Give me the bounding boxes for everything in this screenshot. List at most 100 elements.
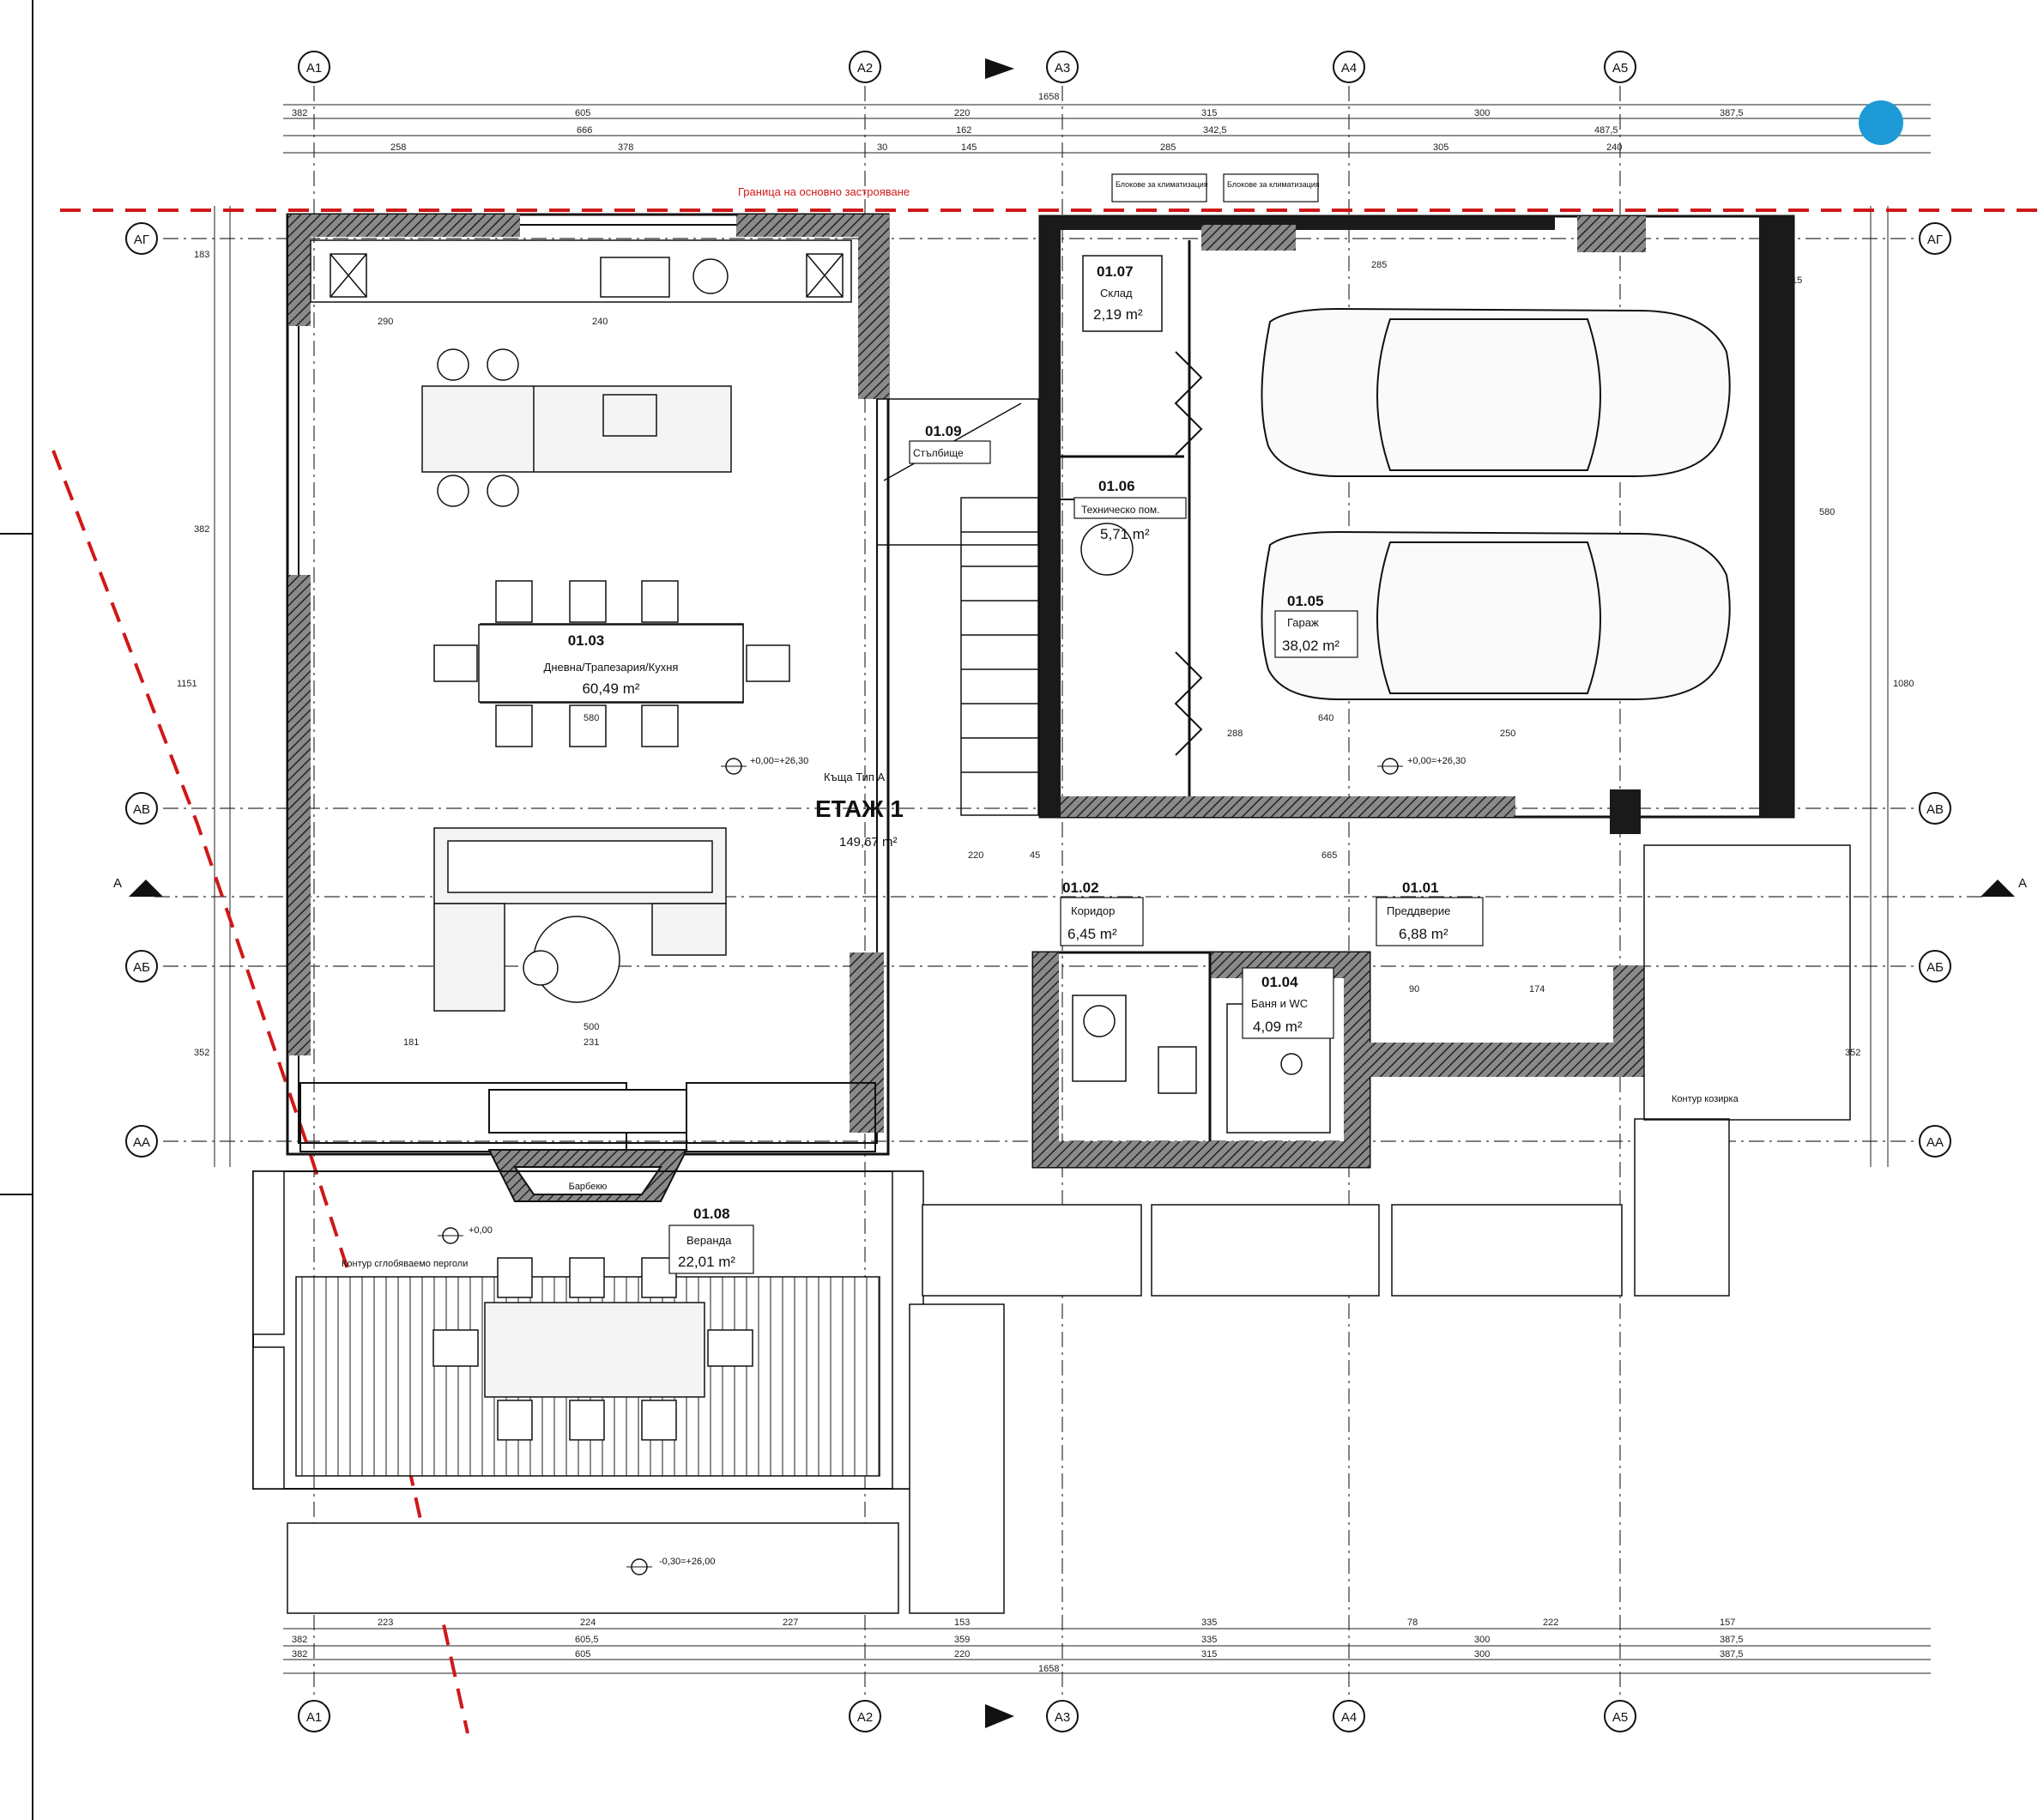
- grid-row-b-left: АБ: [125, 950, 158, 983]
- room-label-0103: 01.03 Дневна/Трапезария/Кухня 60,49 m²: [478, 624, 744, 703]
- svg-text:78: 78: [1407, 1617, 1418, 1628]
- svg-text:315: 315: [1201, 1649, 1217, 1660]
- svg-text:01.05: 01.05: [1287, 593, 1324, 609]
- svg-text:60,49 m²: 60,49 m²: [582, 680, 639, 697]
- svg-text:30: 30: [877, 142, 887, 153]
- svg-text:378: 378: [618, 142, 633, 153]
- svg-text:580: 580: [584, 713, 599, 723]
- room-label-0107: 01.07 Склад 2,19 m²: [1082, 255, 1163, 332]
- garage-cars: [1261, 307, 1731, 700]
- svg-text:605: 605: [575, 108, 590, 118]
- grid-col-3-top: А3: [1046, 51, 1079, 83]
- veranda: [252, 1170, 1005, 1614]
- svg-text:Контур козирка: Контур козирка: [1672, 1094, 1739, 1104]
- svg-text:Коридор: Коридор: [1071, 904, 1115, 917]
- svg-text:359: 359: [954, 1635, 970, 1645]
- svg-text:45: 45: [1030, 850, 1040, 861]
- svg-text:300: 300: [1474, 1635, 1490, 1645]
- svg-text:4,09 m²: 4,09 m²: [1253, 1019, 1303, 1035]
- svg-text:665: 665: [1321, 850, 1337, 861]
- svg-text:АВ: АВ: [1926, 802, 1944, 817]
- svg-text:227: 227: [783, 1617, 798, 1628]
- svg-text:90: 90: [1409, 984, 1419, 995]
- plan-notes: Контур сглобяваемо перголи Контур козирк…: [342, 173, 1739, 1269]
- svg-text:315: 315: [1201, 108, 1217, 118]
- svg-text:Блокове за климатизация: Блокове за климатизация: [1116, 180, 1208, 189]
- room-labels: 01.03 Дневна/Трапезария/Кухня 60,49 m² К…: [478, 255, 1484, 1274]
- svg-text:181: 181: [403, 1037, 419, 1048]
- svg-text:Техническо пом.: Техническо пом.: [1081, 504, 1159, 516]
- svg-text:149,67 m²: 149,67 m²: [839, 835, 898, 850]
- svg-text:+0,00: +0,00: [469, 1225, 493, 1236]
- grid-col-3-bottom: А3: [1046, 1700, 1079, 1732]
- svg-text:15: 15: [1792, 275, 1802, 286]
- svg-text:АБ: АБ: [133, 960, 150, 975]
- svg-text:Склад: Склад: [1100, 287, 1133, 299]
- grid-row-a-right: АА: [1919, 1125, 1951, 1158]
- paving: [922, 844, 1851, 1297]
- svg-text:А5: А5: [1612, 1710, 1628, 1725]
- svg-text:6,88 m²: 6,88 m²: [1399, 926, 1448, 942]
- svg-text:382: 382: [194, 524, 209, 535]
- svg-text:290: 290: [378, 317, 393, 327]
- svg-text:Блокове за климатизация: Блокове за климатизация: [1227, 180, 1320, 189]
- svg-text:382: 382: [292, 108, 307, 118]
- wet-core-walls: [1031, 951, 1644, 1169]
- svg-text:01.01: 01.01: [1402, 880, 1439, 896]
- svg-text:Веранда: Веранда: [686, 1234, 732, 1247]
- svg-text:01.08: 01.08: [693, 1206, 730, 1222]
- blue-marker-icon[interactable]: [1859, 100, 1903, 145]
- svg-text:487,5: 487,5: [1594, 125, 1618, 136]
- svg-text:Дневна/Трапезария/Кухня: Дневна/Трапезария/Кухня: [544, 661, 679, 674]
- room-label-0106: 01.06 Техническо пом. 5,71 m²: [1073, 478, 1187, 542]
- grid-bubbles: А1 А2 А3 А4 А5 А1 А2 А3 А4 А5 АГ АВ АБ А…: [125, 51, 1951, 1732]
- svg-text:250: 250: [1500, 729, 1515, 739]
- svg-text:АВ: АВ: [133, 802, 150, 817]
- svg-text:А1: А1: [306, 1710, 322, 1725]
- svg-text:А4: А4: [1341, 1710, 1357, 1725]
- svg-text:335: 335: [1201, 1635, 1217, 1645]
- svg-text:605,5: 605,5: [575, 1635, 599, 1645]
- svg-text:+0,00=+26,30: +0,00=+26,30: [750, 756, 808, 766]
- svg-text:5,71 m²: 5,71 m²: [1100, 526, 1150, 542]
- room-label-0108: 01.08 Веранда 22,01 m²: [668, 1206, 754, 1274]
- grid-row-g-left: АГ: [125, 222, 158, 255]
- svg-text:38,02 m²: 38,02 m²: [1282, 638, 1340, 654]
- svg-text:288: 288: [1227, 729, 1243, 739]
- svg-text:352: 352: [1845, 1048, 1860, 1058]
- svg-text:АГ: АГ: [1927, 233, 1943, 247]
- svg-text:А: А: [2018, 876, 2027, 891]
- svg-text:240: 240: [592, 317, 608, 327]
- svg-text:АА: АА: [133, 1135, 150, 1150]
- svg-text:+0,00=+26,30: +0,00=+26,30: [1407, 756, 1466, 766]
- svg-text:Контур сглобяваемо перголи: Контур сглобяваемо перголи: [342, 1259, 468, 1269]
- kitchen-counter: [310, 239, 852, 303]
- svg-text:А1: А1: [306, 61, 322, 76]
- grid-col-5-bottom: А5: [1604, 1700, 1636, 1732]
- section-mark-left: А: [113, 876, 163, 897]
- grid-col-5-top: А5: [1604, 51, 1636, 83]
- svg-text:387,5: 387,5: [1720, 108, 1744, 118]
- grid-row-g-right: АГ: [1919, 222, 1951, 255]
- svg-text:145: 145: [961, 142, 977, 153]
- grid-col-4-top: А4: [1333, 51, 1365, 83]
- svg-text:580: 580: [1819, 507, 1835, 517]
- dimension-text: 1658 382 605 220 315 300 387,5 666 162 3…: [177, 92, 1914, 1674]
- svg-text:01.07: 01.07: [1097, 263, 1134, 280]
- room-label-0102: 01.02 Коридор 6,45 m²: [1060, 880, 1144, 946]
- grid-col-1-bottom: А1: [298, 1700, 330, 1732]
- svg-text:А2: А2: [857, 61, 873, 76]
- svg-text:Стълбище: Стълбище: [913, 447, 964, 459]
- room-label-0101: 01.01 Преддверие 6,88 m²: [1376, 880, 1484, 946]
- svg-text:А3: А3: [1055, 61, 1070, 76]
- svg-text:183: 183: [194, 250, 209, 260]
- boundary-label: Граница на основно застрояване: [738, 185, 910, 198]
- svg-text:605: 605: [575, 1649, 590, 1660]
- svg-text:305: 305: [1433, 142, 1448, 153]
- svg-text:Къща Тип А: Къща Тип А: [824, 771, 886, 783]
- grid-row-a-left: АА: [125, 1125, 158, 1158]
- svg-text:382: 382: [292, 1649, 307, 1660]
- dimension-lines: [214, 104, 1931, 1674]
- svg-text:А: А: [113, 876, 122, 891]
